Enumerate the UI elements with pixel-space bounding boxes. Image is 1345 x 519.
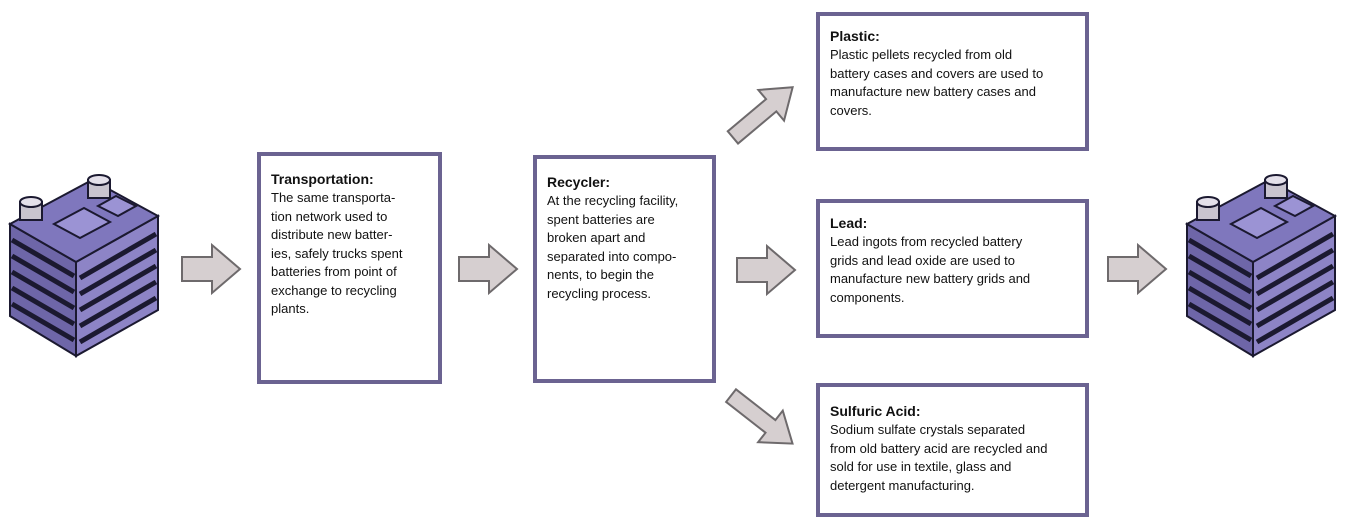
plastic-line: battery cases and covers are used to	[830, 65, 1044, 81]
recycler-line: nents, to begin the	[547, 267, 654, 282]
recycler-line: broken apart and	[547, 230, 646, 245]
right-arrow-icon	[458, 242, 519, 296]
transportation-line: exchange to recycling	[271, 282, 397, 298]
recycler-line: separated into compo-	[547, 248, 677, 264]
down-right-arrow-icon	[724, 387, 794, 445]
lead-line: components.	[830, 289, 905, 305]
plastic-line: manufacture new battery cases and	[830, 84, 1036, 99]
transportation-step-box: Transportation: The same transporta- tio…	[257, 152, 442, 384]
right-arrow-icon	[1107, 242, 1168, 296]
lead-output-box: Lead: Lead ingots from recycled battery …	[816, 199, 1089, 338]
recycler-line: At the recycling facility,	[547, 193, 679, 208]
transportation-line: tion network used to	[271, 208, 388, 224]
sulfuric-acid-output-box: Sulfuric Acid: Sodium sulfate crystals s…	[816, 383, 1089, 517]
recycler-line: spent batteries are	[547, 211, 655, 227]
transportation-line: batteries from point of	[271, 264, 397, 279]
lead-line: grids and lead oxide are used to	[830, 252, 1016, 268]
sulfuric-title: Sulfuric Acid:	[830, 403, 921, 419]
transportation-line: distribute new batter-	[271, 227, 393, 242]
recycler-title: Recycler:	[547, 174, 611, 190]
battery-right-icon	[1184, 174, 1338, 358]
right-arrow-icon	[736, 243, 797, 297]
lead-line: Lead ingots from recycled battery	[830, 234, 1023, 249]
sulfuric-line: detergent manufacturing.	[830, 477, 975, 493]
sulfuric-line: from old battery acid are recycled and	[830, 440, 1048, 456]
transportation-line: The same transporta-	[271, 190, 396, 205]
plastic-title: Plastic:	[830, 28, 880, 44]
plastic-output-box: Plastic: Plastic pellets recycled from o…	[816, 12, 1089, 151]
right-arrow-icon	[181, 242, 242, 296]
recycler-line: recycling process.	[547, 285, 652, 301]
transportation-line: plants.	[271, 301, 310, 316]
sulfuric-line: sold for use in textile, glass and	[830, 459, 1012, 474]
plastic-line: Plastic pellets recycled from old	[830, 47, 1013, 62]
transportation-title: Transportation:	[271, 171, 374, 187]
sulfuric-line: Sodium sulfate crystals separated	[830, 422, 1026, 437]
lead-line: manufacture new battery grids and	[830, 271, 1031, 286]
lead-title: Lead:	[830, 215, 868, 231]
plastic-line: covers.	[830, 102, 872, 118]
up-right-arrow-icon	[726, 86, 794, 145]
transportation-line: ies, safely trucks spent	[271, 245, 403, 261]
recycler-step-box: Recycler: At the recycling facility, spe…	[533, 155, 716, 383]
battery-left-icon	[7, 174, 161, 358]
